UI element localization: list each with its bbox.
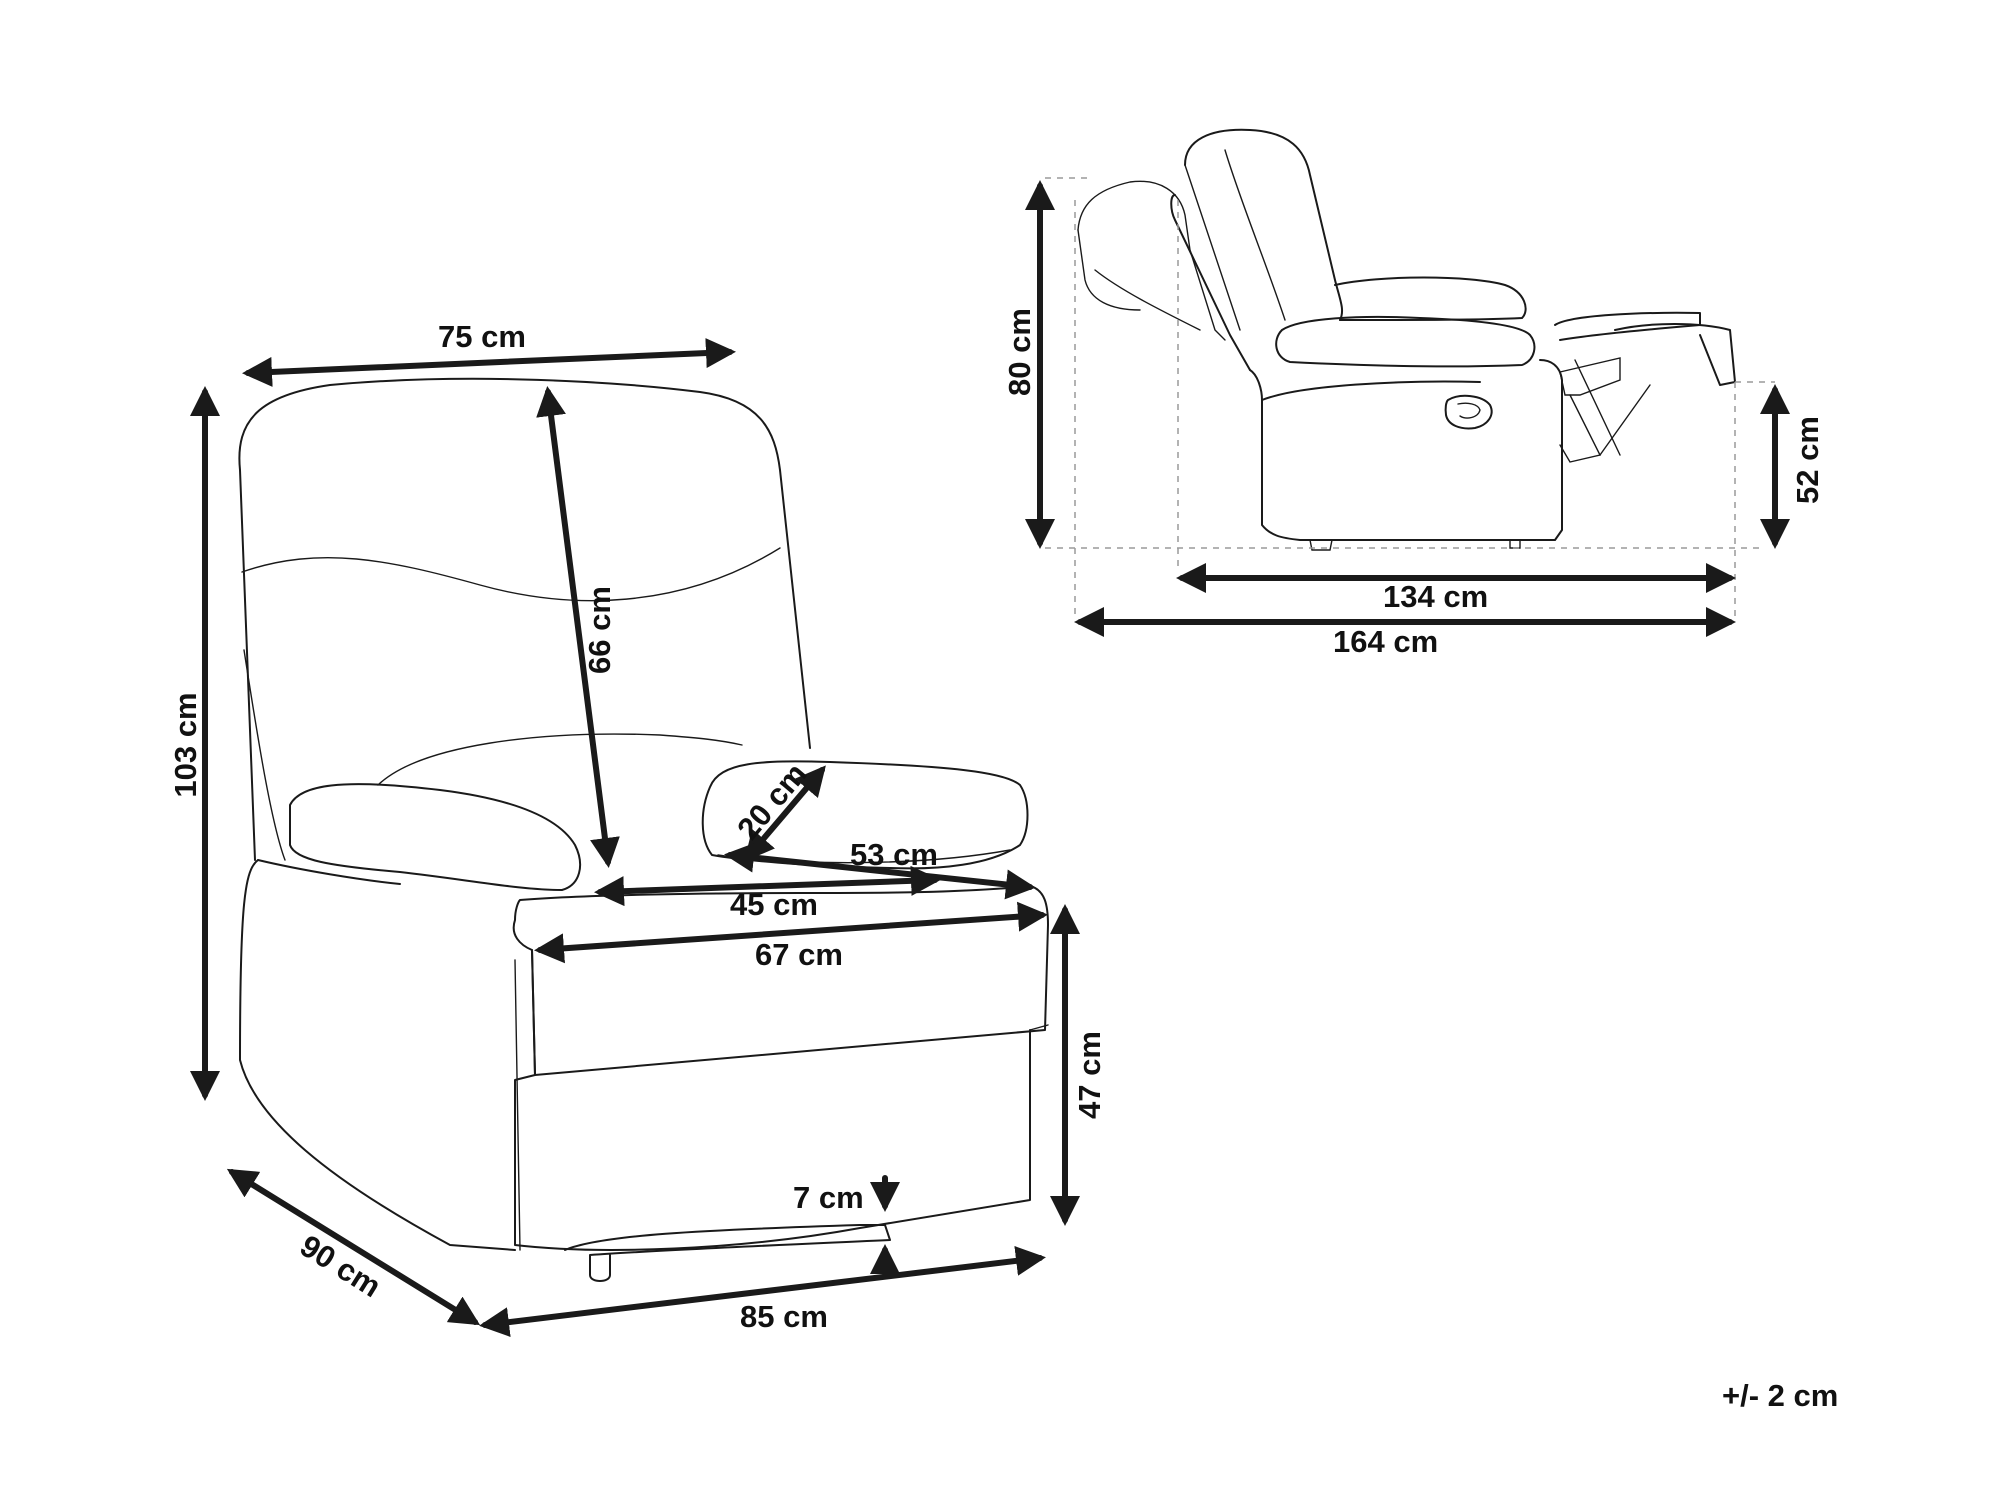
dim-label-seat-width: 45 cm (730, 887, 818, 922)
side-view-chair-drawing (1077, 128, 1736, 551)
dim-label-footrest-height: 52 cm (1790, 416, 1825, 504)
dim-label-length-reclined: 164 cm (1333, 624, 1438, 659)
dim-label-length-upright: 134 cm (1383, 579, 1488, 614)
side-view-guide-lines (1045, 177, 1775, 618)
side-view-dimension-lines (1025, 180, 1790, 637)
dim-label-reclined-height: 80 cm (1002, 308, 1037, 396)
front-view-chair-drawing (238, 377, 1049, 1282)
dim-label-total-height: 103 cm (168, 692, 203, 797)
dim-label-inner-width: 67 cm (755, 937, 843, 972)
dim-label-width-top: 75 cm (438, 319, 526, 354)
front-view-dimension-lines (190, 338, 1080, 1338)
dim-label-backrest-height: 66 cm (582, 586, 617, 674)
dim-label-seat-height: 47 cm (1072, 1031, 1107, 1119)
dim-label-seat-depth: 53 cm (850, 837, 938, 872)
tolerance-note: +/- 2 cm (1722, 1378, 1839, 1413)
dim-label-total-width: 85 cm (740, 1299, 828, 1334)
dim-label-ground-clearance: 7 cm (793, 1180, 864, 1215)
